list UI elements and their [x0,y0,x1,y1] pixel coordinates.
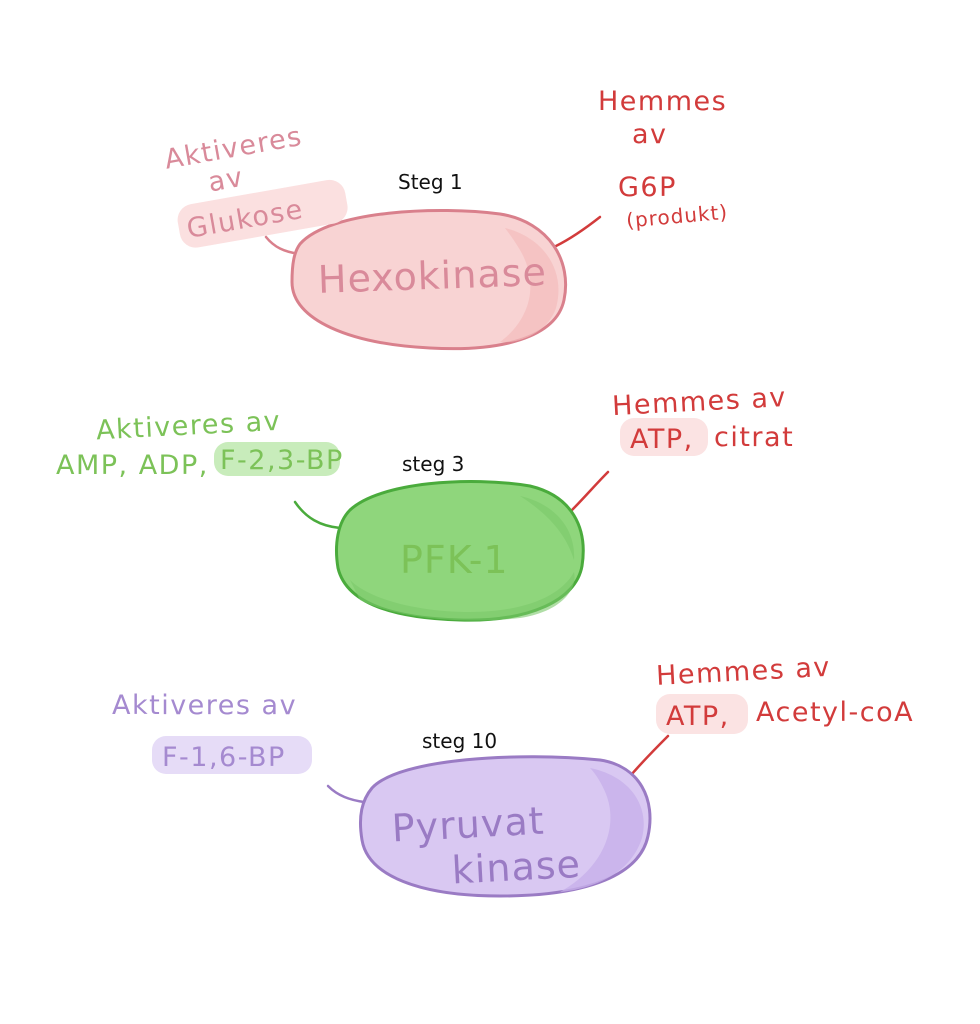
pfk1-atp-highlight [620,418,708,456]
hexokinase-activated-label-2: av [206,162,246,199]
pfk1-inhibited-label: Hemmes av [611,382,787,422]
pfk1-inhibitor-rest: citrat [714,422,794,453]
pyruvate-kinase-step-label: steg 10 [422,729,497,753]
pfk1-group: steg 3 PFK-1 Aktiveres av AMP, ADP, F-2,… [56,382,794,622]
pyruvate-kinase-inhibitor-highlight: ATP, [666,701,730,732]
pfk1-activation-line [293,500,342,530]
pyruvate-kinase-name-line2: kinase [451,842,582,893]
pyruvate-kinase-inhibition-line [630,734,670,776]
pyruvate-kinase-inhibitor-rest: Acetyl-coA [756,697,914,728]
hexokinase-inhibited-label-2: av [632,119,668,150]
hexokinase-blob-shade [500,228,559,343]
pyruvate-kinase-blob [358,755,652,898]
pfk1-activated-label: Aktiveres av [95,406,281,447]
pfk1-activators: AMP, ADP, [56,450,209,481]
pfk1-step-label: steg 3 [402,452,464,476]
hexokinase-step-label: Steg 1 [398,170,463,194]
pfk1-inhibitor-highlight: ATP, [630,424,694,455]
pyruvate-kinase-inhibited-label: Hemmes av [655,652,831,692]
pyruvate-kinase-name-line1: Pyruvat [391,799,546,851]
pfk1-blob-shade-2 [520,496,575,560]
hexokinase-inhibitor-note: (produkt) [625,200,729,233]
pfk1-name: PFK-1 [400,538,509,582]
pfk1-activator-highlight: F-2,3-BP [220,445,344,476]
pyruvate-kinase-group: steg 10 Pyruvat kinase Aktiveres av F-1,… [112,652,914,898]
hexokinase-blob [290,209,568,351]
pyruvate-kinase-activated-label: Aktiveres av [112,690,297,721]
hexokinase-inhibition-line [554,215,602,248]
pfk1-inhibition-line [570,470,610,512]
pyruvate-kinase-activator-highlight: F-1,6-BP [162,742,286,773]
hexokinase-name: Hexokinase [317,250,547,302]
pfk1-blob-shade [350,572,575,621]
pk-atp-highlight [656,694,748,734]
glukose-highlight [177,179,348,248]
f16bp-highlight [152,736,312,774]
hexokinase-inhibitor: G6P [618,172,677,203]
f23bp-highlight [214,442,340,476]
pyruvate-kinase-activation-line [326,784,366,804]
hexokinase-group: Steg 1 Hexokinase Aktiveres av Glukose H… [162,86,729,351]
hexokinase-inhibited-label-1: Hemmes [598,86,727,117]
pyruvate-kinase-blob-shade [560,768,644,892]
